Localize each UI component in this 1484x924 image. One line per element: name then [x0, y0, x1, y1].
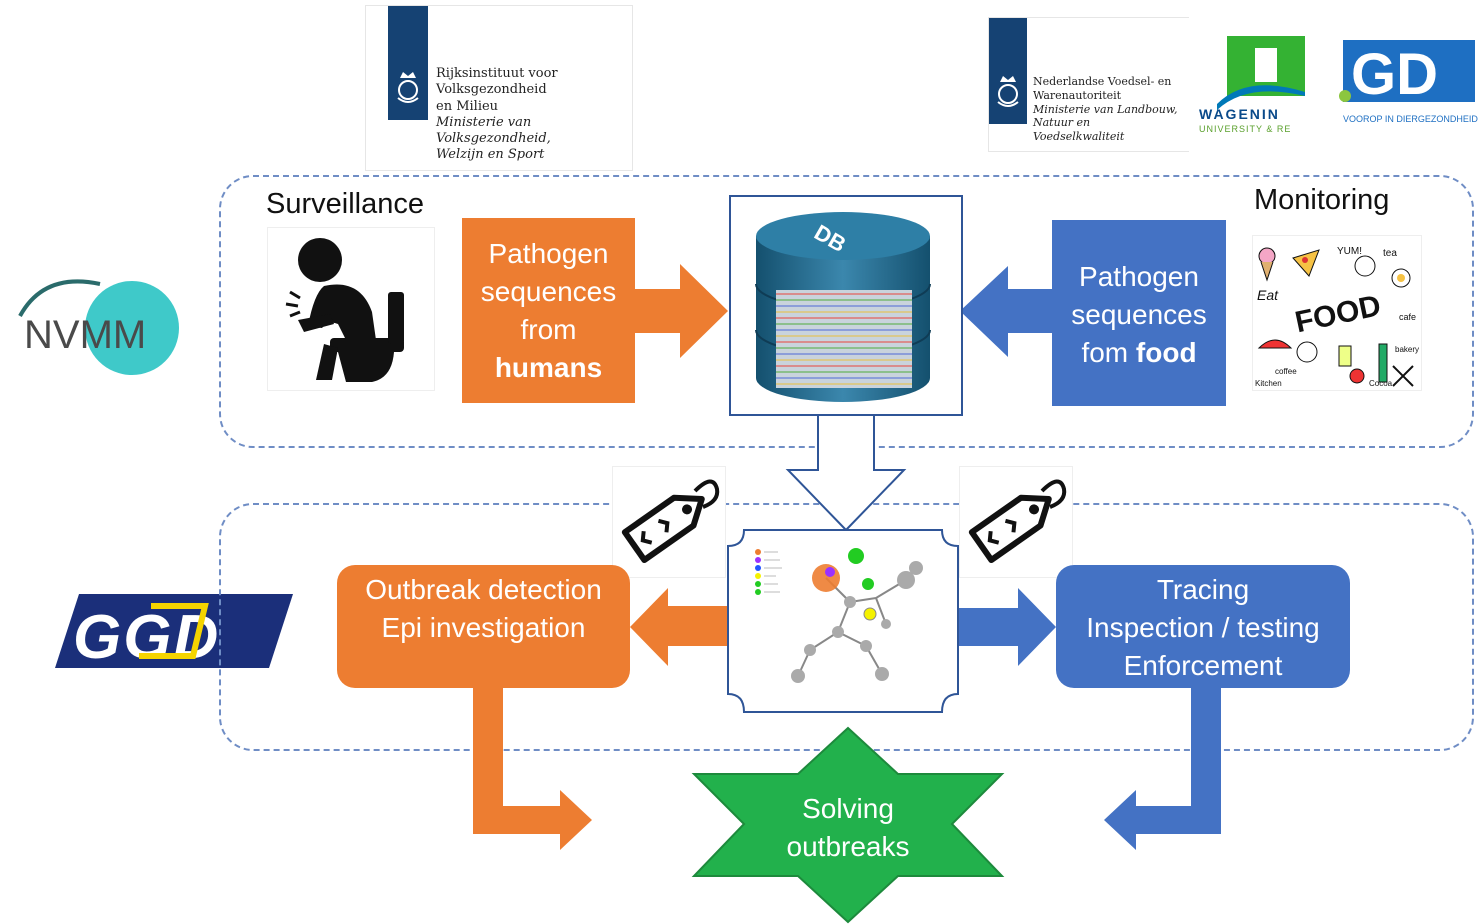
tag-icon [968, 479, 1067, 564]
wageningen-name: WAGENIN [1199, 106, 1280, 122]
doodle-cafe: cafe [1399, 312, 1416, 322]
ggd-name: GGD [73, 603, 220, 670]
tag-icon [621, 479, 720, 564]
doodle-eat: Eat [1257, 287, 1279, 303]
tag-left [613, 467, 725, 577]
database-icon: DB [755, 212, 931, 402]
ggd-logo: GGD [55, 592, 295, 672]
solving-line1: Solving [802, 793, 894, 824]
crown-emblem-icon [997, 76, 1019, 107]
crown-emblem-icon [397, 72, 419, 103]
food-box-line1: Pathogen [1079, 261, 1199, 292]
monitoring-label: Monitoring [1254, 184, 1390, 216]
food-box-line3: fom food [1052, 334, 1226, 372]
outbreak-detection-box: Outbreak detection Epi investigation [337, 565, 630, 688]
sick-person-image [268, 228, 434, 390]
food-box-line2: sequences [1071, 299, 1207, 330]
human-box-line4: humans [494, 352, 603, 383]
nvwa-line4: Natuur en Voedselkwaliteit [1033, 116, 1125, 143]
nvwa-line3: Ministerie van Landbouw, [1033, 102, 1178, 116]
human-box-line3: from [520, 314, 577, 345]
tag-right [960, 467, 1072, 577]
tracing-line2: Inspection / testing [1086, 612, 1320, 643]
blue-arrow-to-solving [1104, 688, 1221, 850]
blue-arrow-to-db [960, 266, 1054, 357]
solving-outbreaks-star: Solving outbreaks [691, 726, 1005, 924]
nvwa-line2: Warenautoriteit [1033, 88, 1122, 102]
solving-line2: outbreaks [787, 831, 910, 862]
network-tree-icon [755, 548, 923, 683]
wageningen-mark-icon [1217, 36, 1305, 110]
human-box-line2: sequences [480, 276, 617, 307]
gd-name: GD [1351, 42, 1438, 107]
surveillance-label: Surveillance [266, 188, 424, 220]
nvwa-line1: Nederlandse Voedsel- en [1033, 75, 1172, 88]
outbreak-line1: Outbreak detection [365, 574, 602, 605]
db-to-tree-arrow [785, 411, 907, 532]
ggd-mark-icon: GGD [55, 594, 293, 672]
food-doodle-icon: FOOD YUM! Eat tea cafe coffee Kitchen ba… [1255, 246, 1419, 388]
human-box-line1: Pathogen [488, 238, 609, 269]
doodle-kitchen: Kitchen [1255, 379, 1282, 388]
doodle-cocoa: Cocoa [1369, 379, 1393, 388]
gd-logo: GD VOOROP IN DIERGEZONDHEID [1337, 30, 1481, 130]
blue-arrow-to-tracing [958, 588, 1056, 666]
phylogenetic-tree-panel [727, 529, 959, 713]
doodle-tea: tea [1383, 248, 1397, 259]
food-box-line3-a: fom [1081, 337, 1136, 368]
sequence-alignment-texture [776, 290, 912, 388]
tracing-line3: Enforcement [1123, 650, 1283, 681]
doodle-bakery: bakery [1395, 345, 1419, 354]
nvmm-name: NVMM [24, 313, 146, 357]
food-doodle-image: FOOD YUM! Eat tea cafe coffee Kitchen ba… [1253, 236, 1421, 390]
nvmm-mark-icon: NVMM [18, 279, 179, 375]
nvwa-logo: Nederlandse Voedsel- en Warenautoriteit … [989, 18, 1189, 151]
orange-arrow-to-db [634, 264, 728, 358]
tracing-line1: Tracing [1156, 574, 1250, 605]
rivm-line2: en Milieu [436, 98, 499, 114]
food-sequences-box: Pathogen sequences fom food [1052, 220, 1226, 406]
tree-legend [755, 549, 782, 595]
food-word: FOOD [1292, 289, 1384, 339]
rivm-line3: Ministerie van Volksgezondheid, [436, 114, 551, 146]
rivm-emblem-bar [388, 6, 428, 120]
orange-arrow-to-solving [473, 688, 592, 850]
doodle-yum: YUM! [1337, 246, 1362, 257]
gd-mark-icon: GD [1339, 40, 1475, 107]
nvmm-logo: NVMM [14, 270, 184, 382]
outbreak-line2: Epi investigation [381, 612, 586, 643]
tracing-box: Tracing Inspection / testing Enforcement [1056, 565, 1350, 688]
human-sequences-box: Pathogen sequences from humans [462, 218, 635, 403]
nvwa-emblem-bar [989, 18, 1027, 124]
rivm-line4: Welzijn en Sport [436, 147, 545, 163]
toilet-person-icon [285, 238, 404, 382]
food-box-line3-b: food [1135, 337, 1197, 368]
doodle-coffee: coffee [1275, 367, 1297, 376]
gd-subtitle: VOOROP IN DIERGEZONDHEID [1343, 114, 1478, 124]
rivm-line1: Rijksinstituut voor Volksgezondheid [436, 66, 558, 98]
wageningen-logo: WAGENIN UNIVERSITY & RE [1189, 6, 1367, 163]
wageningen-subtitle: UNIVERSITY & RE [1199, 124, 1292, 134]
rivm-logo: Rijksinstituut voor Volksgezondheid en M… [366, 6, 632, 170]
orange-arrow-to-outbreak [630, 588, 727, 666]
